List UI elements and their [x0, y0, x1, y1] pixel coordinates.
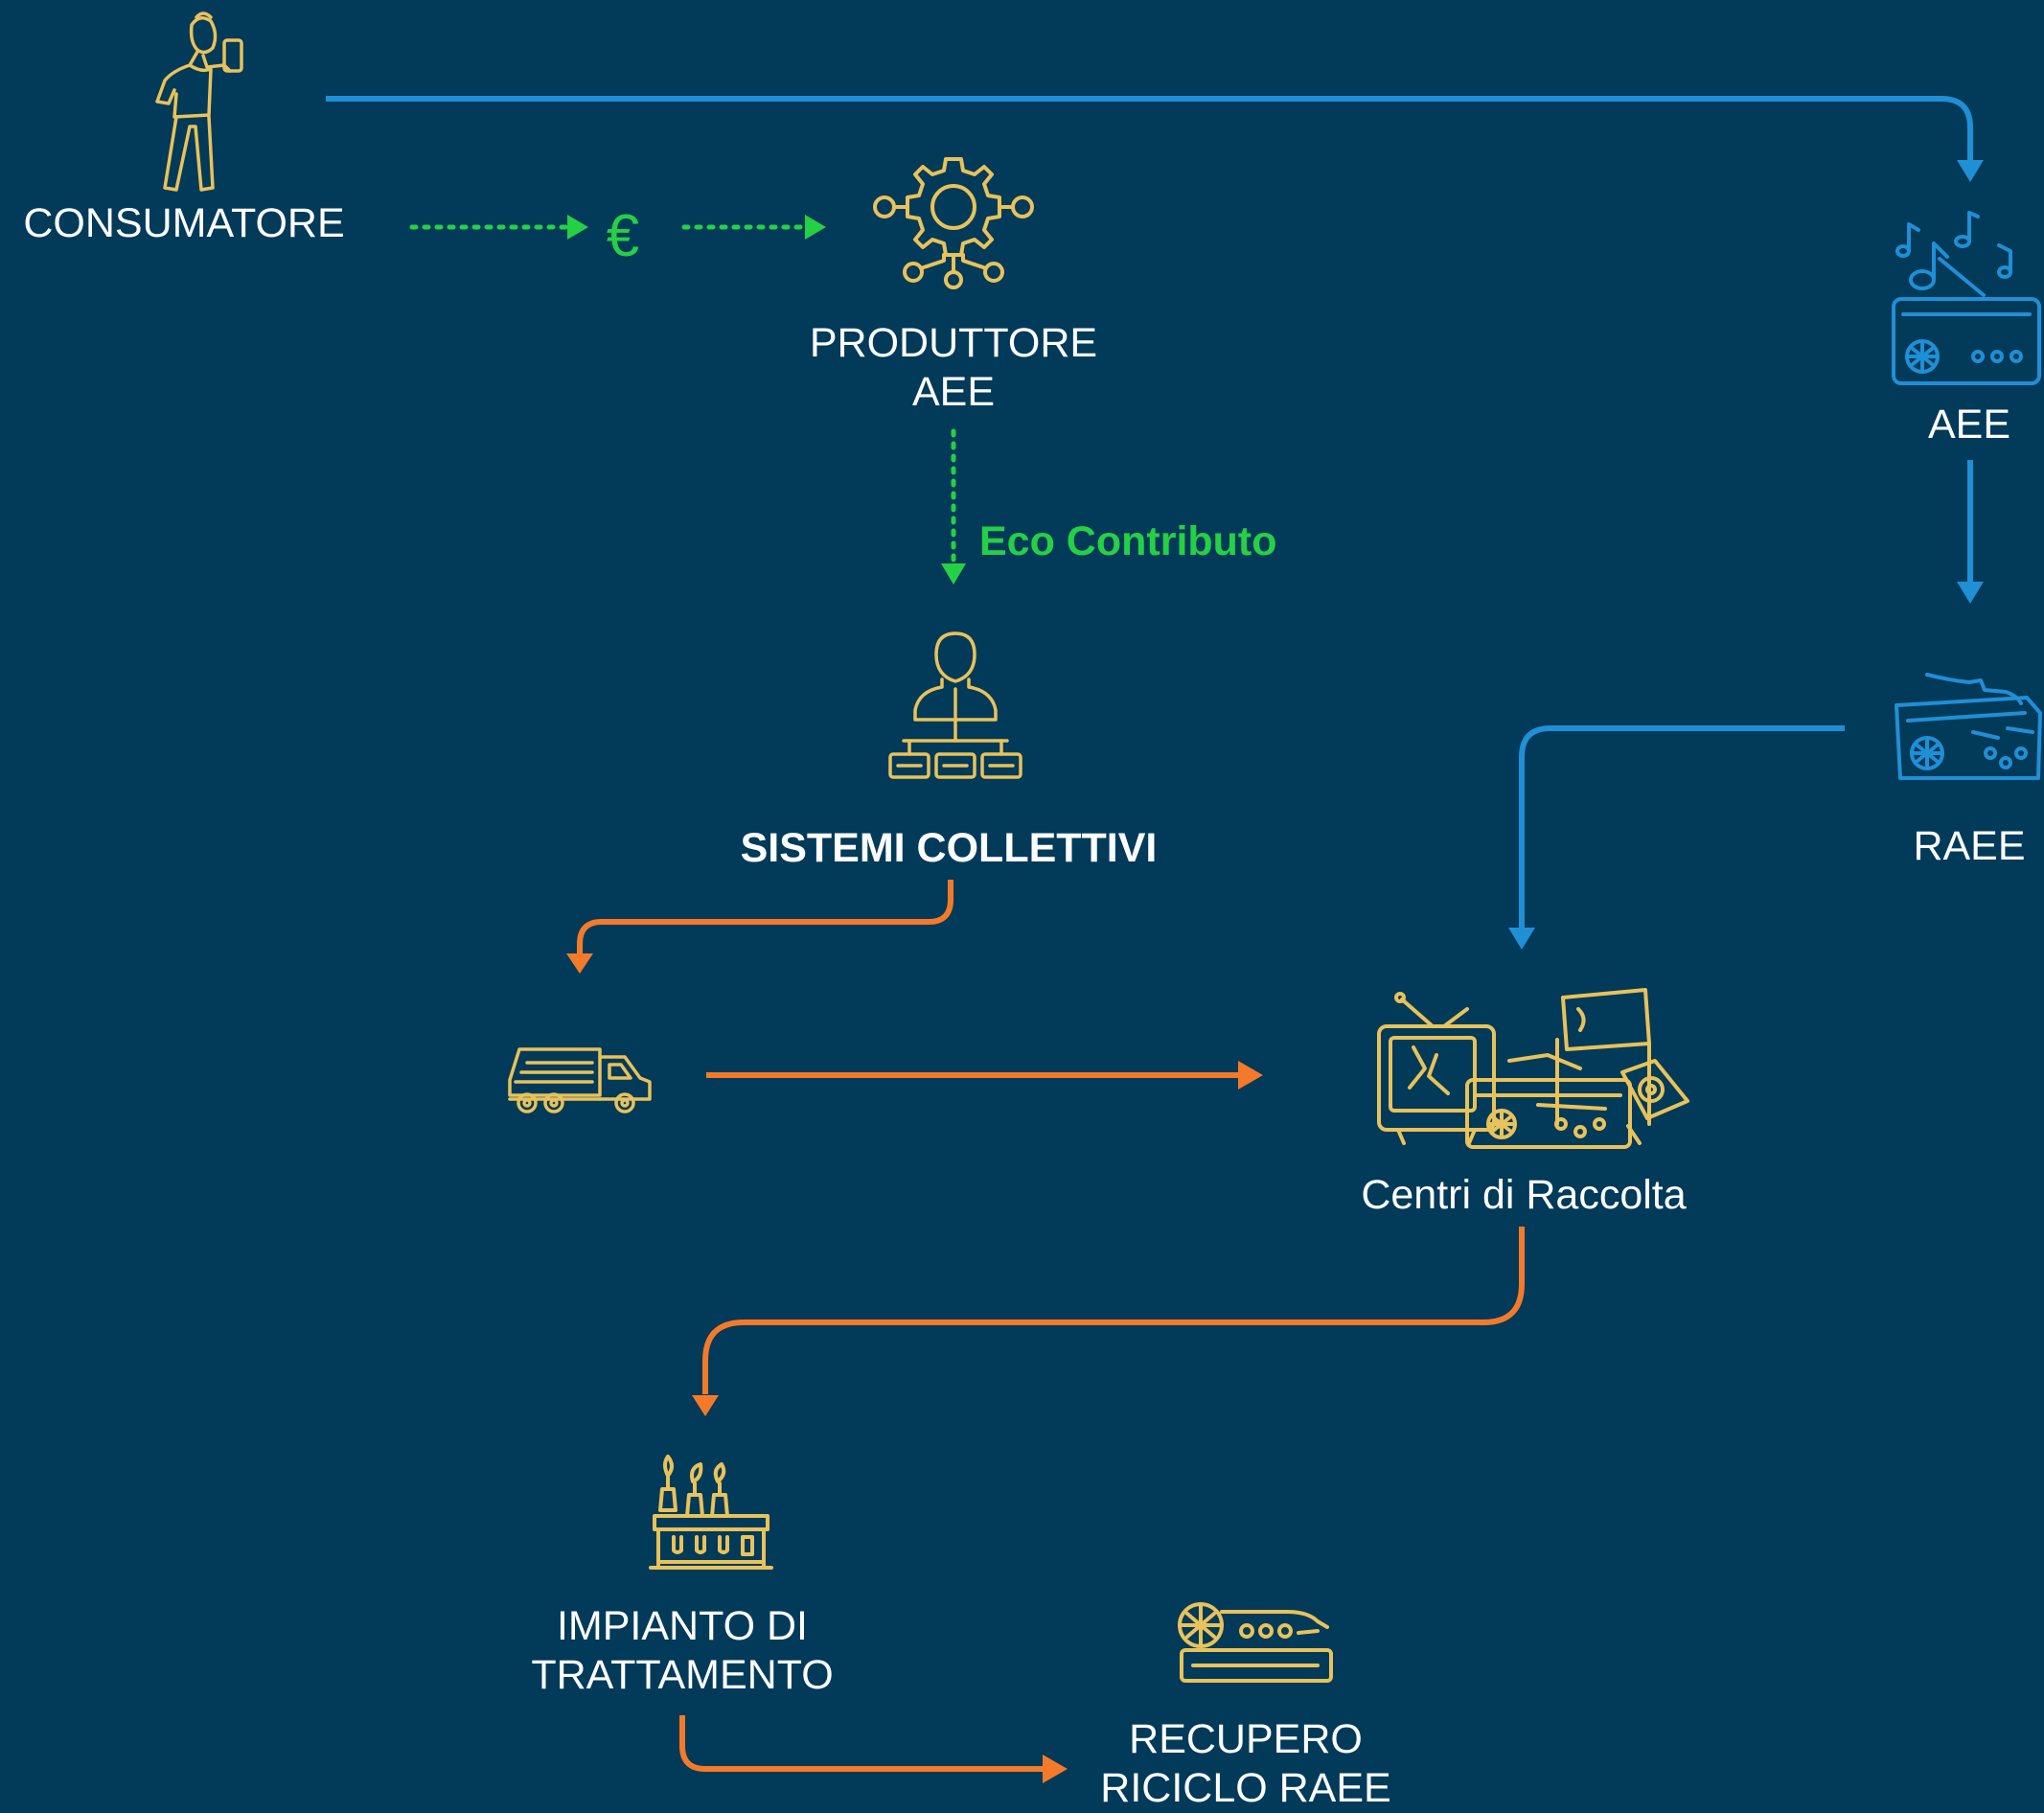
arrow-plant-to-recovery [679, 1715, 1045, 1772]
arrowhead [1043, 1755, 1068, 1783]
arrow-centers-to-plant [702, 1227, 1525, 1394]
gear-network-icon [873, 157, 1034, 289]
sistemi-collettivi-label: SISTEMI COLLETTIVI [740, 825, 1158, 871]
truck-icon [508, 1047, 652, 1113]
person-with-phone-icon [155, 11, 243, 192]
arrowhead [567, 215, 588, 240]
raee-label: RAEE [1913, 823, 2026, 869]
arrowhead [1957, 160, 1984, 182]
arrow-systems-to-truck [577, 880, 953, 956]
arrowhead [566, 953, 593, 974]
arrowhead [941, 563, 966, 585]
recupero-label: RECUPERO RICICLO RAEE [1100, 1716, 1391, 1812]
consumer-label: CONSUMATORE [23, 200, 345, 246]
factory-icon [649, 1455, 773, 1570]
arrow-raee-to-centers [1519, 725, 1845, 929]
arrowhead [1508, 928, 1535, 950]
broken-radio-icon [1895, 673, 2042, 780]
radio-recycle-icon [1178, 1602, 1333, 1683]
euro-icon: € [606, 203, 640, 269]
arrowhead [1957, 582, 1984, 604]
aee-label: AEE [1927, 402, 2011, 448]
person-hierarchy-icon [888, 631, 1022, 779]
producer-label-line2: AEE [911, 369, 996, 415]
producer-label-line1: PRODUTTORE [809, 320, 1098, 366]
radio-music-icon [1892, 211, 2041, 385]
impianto-label: IMPIANTO DI TRATTAMENTO [531, 1603, 834, 1699]
arrowhead [692, 1395, 719, 1416]
eco-contributo-label: Eco Contributo [979, 518, 1277, 564]
arrowhead [1238, 1061, 1263, 1090]
arrow-consumer-to-aee [326, 96, 1973, 163]
appliances-pile-icon [1377, 988, 1689, 1149]
arrowhead [805, 215, 826, 240]
centri-di-raccolta-label: Centri di Raccolta [1361, 1172, 1687, 1218]
